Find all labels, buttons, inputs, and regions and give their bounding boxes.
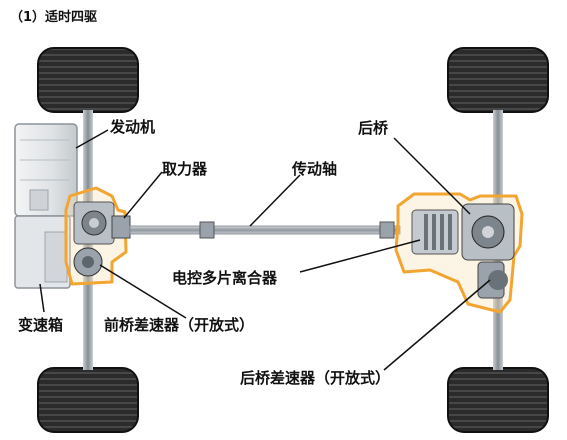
front-left-tire [37, 47, 139, 113]
front-diff-label: 前桥差速器（开放式） [104, 316, 255, 334]
front-diff-leader [99, 264, 187, 319]
rear-axle-label: 后桥 [358, 119, 389, 137]
rear-diff-label: 后桥差速器（开放式） [240, 369, 391, 387]
front-differential [73, 201, 115, 277]
power-takeoff [111, 215, 131, 239]
drive-shaft [129, 221, 401, 239]
pto-label: 取力器 [162, 160, 208, 178]
transmission-leader [39, 283, 45, 313]
rear-differential [461, 203, 515, 299]
drive-shaft-label: 传动轴 [292, 160, 338, 178]
pto-leader [123, 171, 163, 219]
front-right-tire [37, 367, 139, 433]
rear-axle-leader [393, 137, 471, 215]
engine [14, 123, 78, 217]
engine-label: 发动机 [110, 118, 156, 136]
engine-leader [75, 129, 109, 149]
clutch-label: 电控多片离合器 [172, 269, 278, 287]
leader-lines [39, 129, 491, 371]
transmission-label: 变速箱 [18, 316, 64, 334]
rear-left-tire [447, 47, 549, 113]
rear-right-tire [447, 367, 549, 433]
rear-diff-leader [383, 279, 491, 371]
drive-shaft-leader [249, 174, 301, 227]
transmission [14, 215, 71, 289]
page-title: （1）适时四驱 [10, 10, 98, 25]
electronic-multi-plate-clutch [411, 209, 459, 255]
clutch-leader [299, 239, 421, 273]
